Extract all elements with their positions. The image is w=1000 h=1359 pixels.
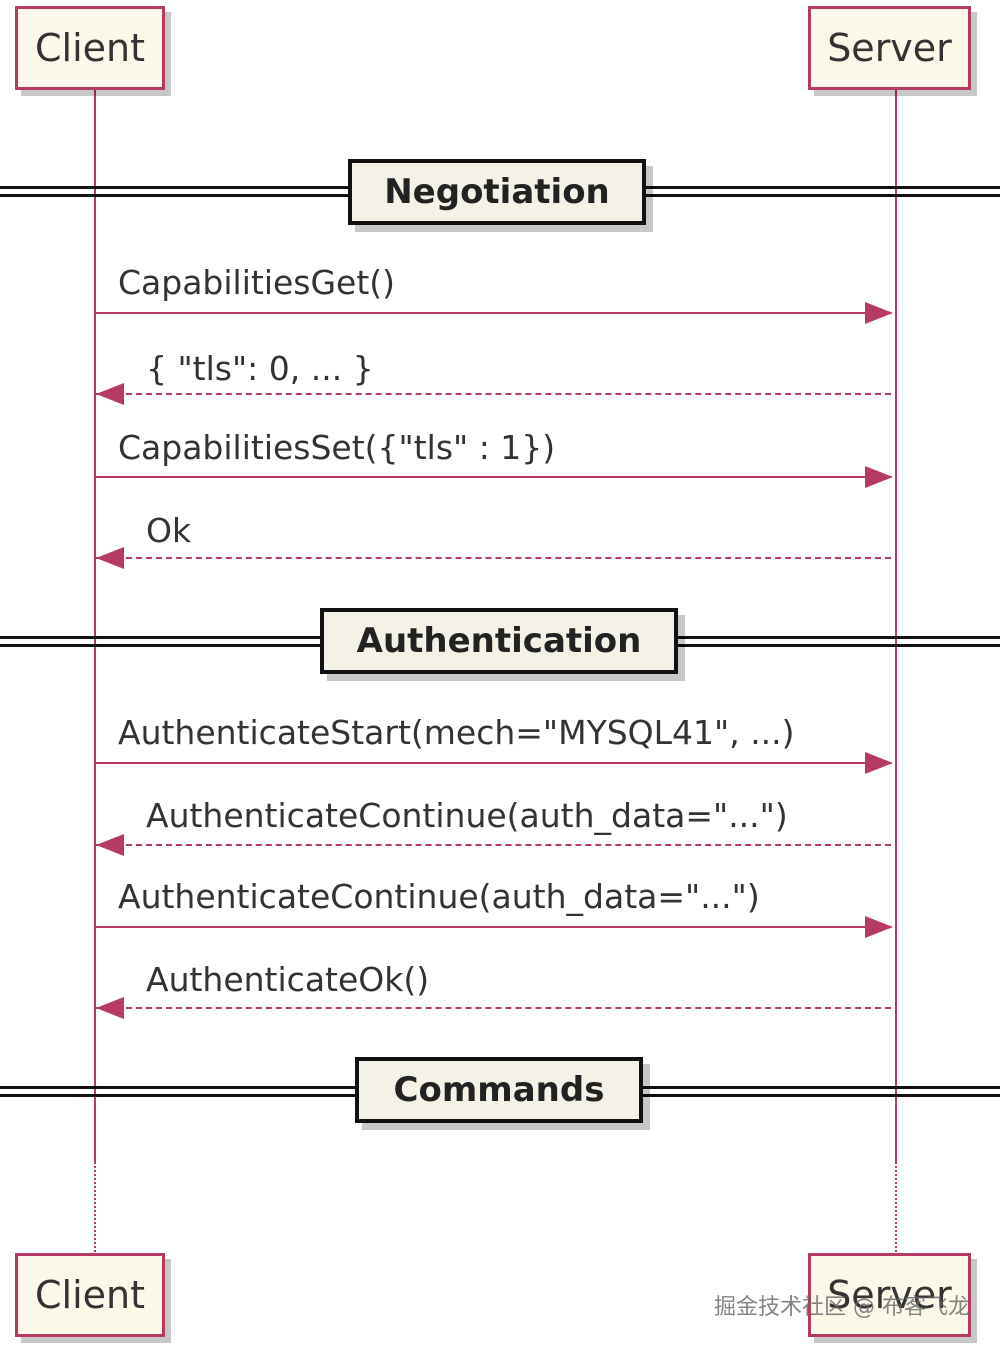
client-lifeline xyxy=(94,90,96,1162)
server-participant-bottom: Server xyxy=(808,1253,971,1337)
message-arrow-authenticate-continue-server xyxy=(96,844,891,846)
arrowhead-right-icon xyxy=(865,916,893,938)
message-label-capabilities-set: CapabilitiesSet({"tls" : 1}) xyxy=(118,428,556,467)
message-arrow-authenticate-start xyxy=(96,762,891,764)
client-participant-label: Client xyxy=(34,26,145,70)
message-arrow-capabilities-get xyxy=(96,312,891,314)
message-arrow-capabilities-set xyxy=(96,476,891,478)
message-arrow-ok xyxy=(96,557,891,559)
arrowhead-left-icon xyxy=(96,383,124,405)
message-label-capabilities-response: { "tls": 0, ... } xyxy=(146,349,374,388)
message-arrow-authenticate-continue-client xyxy=(96,926,891,928)
message-label-ok: Ok xyxy=(146,511,192,550)
client-lifeline-continuation xyxy=(94,1162,96,1252)
server-participant-label: Server xyxy=(827,1273,952,1317)
message-label-authenticate-continue-server: AuthenticateContinue(auth_data="...") xyxy=(146,796,788,835)
section-label-commands: Commands xyxy=(355,1057,643,1123)
arrowhead-right-icon xyxy=(865,466,893,488)
client-participant-bottom: Client xyxy=(15,1253,165,1337)
message-label-authenticate-start: AuthenticateStart(mech="MYSQL41", ...) xyxy=(118,713,795,752)
arrowhead-left-icon xyxy=(96,547,124,569)
arrowhead-right-icon xyxy=(865,302,893,324)
server-participant-top: Server xyxy=(808,6,971,90)
server-participant-label: Server xyxy=(827,26,952,70)
arrowhead-left-icon xyxy=(96,834,124,856)
message-arrow-authenticate-ok xyxy=(96,1007,891,1009)
message-label-authenticate-continue-client: AuthenticateContinue(auth_data="...") xyxy=(118,877,760,916)
arrowhead-left-icon xyxy=(96,997,124,1019)
client-participant-label: Client xyxy=(34,1273,145,1317)
client-participant-top: Client xyxy=(15,6,165,90)
message-arrow-capabilities-response xyxy=(96,393,891,395)
section-label-authentication: Authentication xyxy=(320,608,678,674)
message-label-authenticate-ok: AuthenticateOk() xyxy=(146,960,430,999)
message-label-capabilities-get: CapabilitiesGet() xyxy=(118,263,396,302)
server-lifeline xyxy=(895,90,897,1162)
watermark: 掘金技术社区 @ 布客飞龙 xyxy=(714,1295,970,1320)
server-lifeline-continuation xyxy=(895,1162,897,1252)
arrowhead-right-icon xyxy=(865,752,893,774)
section-label-negotiation: Negotiation xyxy=(348,159,646,225)
